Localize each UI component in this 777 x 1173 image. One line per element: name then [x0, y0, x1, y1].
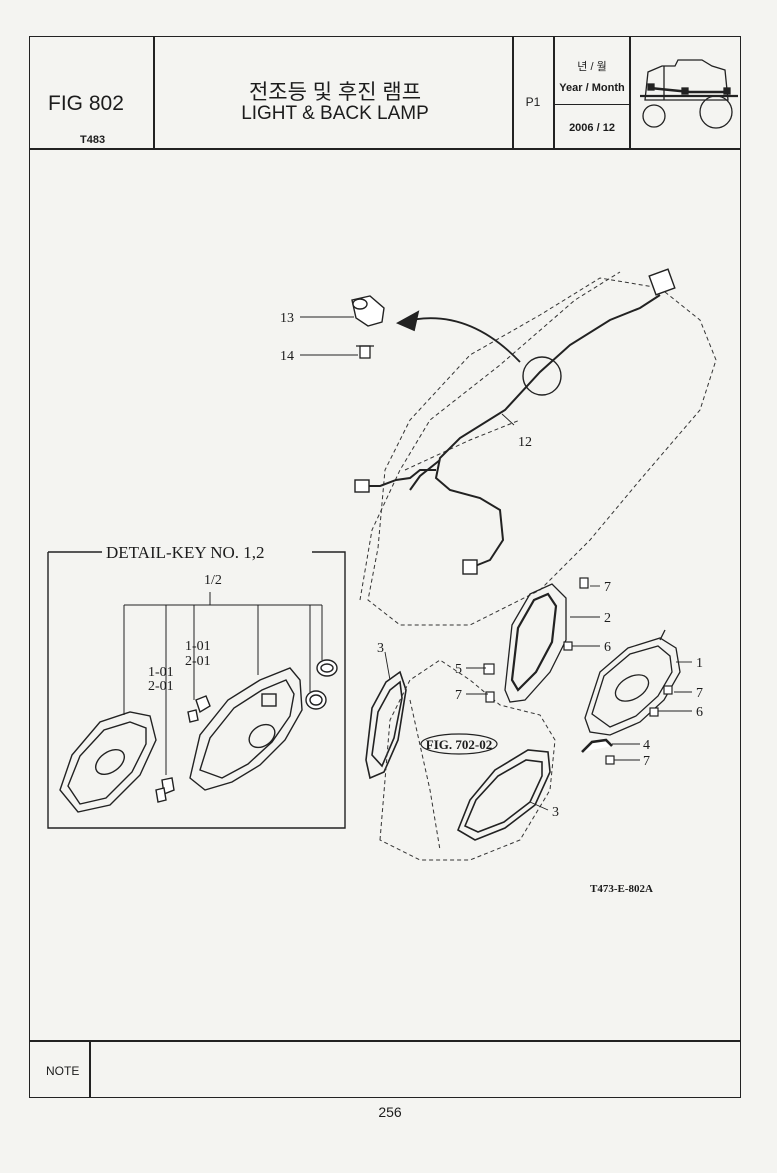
year-month-label-korean: 년 / 월 — [577, 61, 607, 73]
fig-number: FIG 802 — [48, 92, 124, 115]
small-fasteners — [483, 577, 673, 765]
page-code: P1 — [525, 95, 541, 109]
part-14-screw — [356, 345, 374, 359]
callout-7-d: 7 — [643, 754, 650, 769]
detail-box-title: DETAIL-KEY NO. 1,2 — [106, 543, 265, 562]
callout-1: 1 — [696, 656, 703, 671]
fig-reference-label: FIG. 702-02 — [426, 737, 492, 752]
detail-arrow — [395, 310, 521, 363]
title-korean: 전조등 및 후진 램프 — [248, 81, 422, 104]
callout-3-right: 3 — [552, 805, 559, 820]
header-divider-4 — [629, 36, 631, 149]
callout-4: 4 — [643, 738, 650, 753]
front-grille-outline — [379, 659, 556, 861]
part-13-cap — [351, 295, 385, 327]
callout-7-b: 7 — [604, 580, 611, 595]
header-divider-1 — [153, 36, 155, 149]
year-month-value: 2006 / 12 — [569, 122, 615, 134]
lens-3-right — [457, 749, 551, 841]
callout-2: 2 — [604, 611, 611, 626]
detail-leader-lines — [123, 592, 323, 775]
callout-7-a: 7 — [455, 688, 462, 703]
callout-5: 5 — [455, 662, 462, 677]
headlight-assembly-1 — [584, 629, 681, 736]
note-divider — [89, 1040, 91, 1098]
page-frame — [29, 36, 741, 1098]
fig-reference-tag: FIG. 702-02 — [420, 733, 498, 755]
callout-7-c: 7 — [696, 686, 703, 701]
header-divider-3 — [553, 36, 555, 149]
harness-connectors — [354, 268, 676, 575]
callout-6-b: 6 — [696, 705, 703, 720]
detail-label-1-01-b: 1-01 — [148, 665, 174, 680]
detail-bulbs-seals — [155, 659, 338, 803]
callout-13: 13 — [280, 311, 294, 326]
year-month-label-english: Year / Month — [559, 82, 625, 94]
detail-box — [47, 551, 346, 829]
detail-label-2-01-a: 2-01 — [185, 654, 211, 669]
callout-12: 12 — [518, 435, 532, 450]
note-top-rule — [29, 1040, 741, 1042]
callout-14: 14 — [280, 349, 294, 364]
note-label: NOTE — [46, 1064, 80, 1078]
callout-3-left: 3 — [377, 641, 384, 656]
callout-6-a: 6 — [604, 640, 611, 655]
year-month-rule — [553, 104, 630, 106]
detail-label-assembly: 1/2 — [204, 573, 222, 588]
title-english: LIGHT & BACK LAMP — [241, 103, 429, 124]
drawing-code: T473-E-802A — [590, 883, 653, 895]
hood-outline — [359, 271, 717, 626]
detail-label-2-01-b: 2-01 — [148, 679, 174, 694]
detail-housing — [189, 667, 303, 791]
model-code: T483 — [80, 134, 106, 146]
detail-lens — [59, 711, 157, 813]
detail-label-1-01-a: 1-01 — [185, 639, 211, 654]
tractor-thumbnail-icon — [640, 59, 738, 129]
header-divider-2 — [512, 36, 514, 149]
page-number: 256 — [378, 1104, 402, 1120]
wiring-harness — [364, 294, 661, 569]
callout-leaders — [300, 316, 692, 811]
lens-3-left — [365, 670, 407, 780]
headlight-assembly-2 — [504, 583, 567, 703]
header-bottom-rule — [29, 148, 741, 150]
